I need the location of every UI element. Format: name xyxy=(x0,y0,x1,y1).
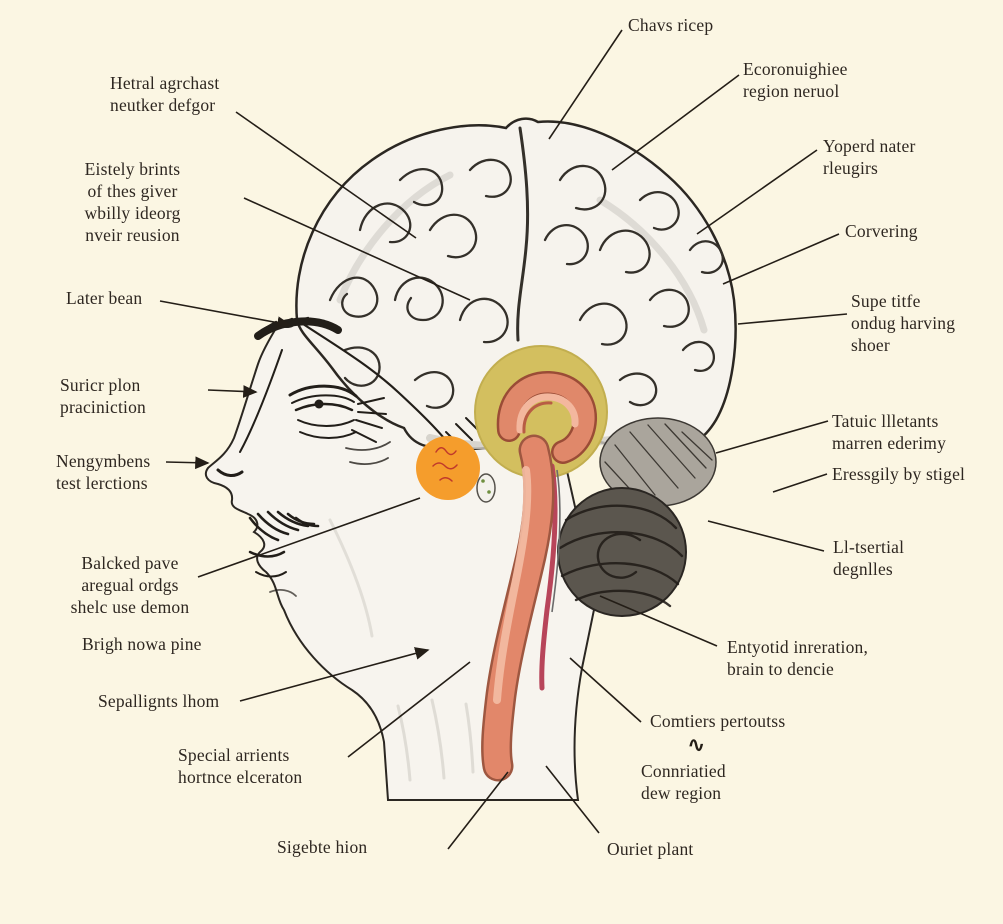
label-line: aregual ordgs xyxy=(81,575,179,596)
label-line: hortnce elceraton xyxy=(178,767,303,788)
earlobe xyxy=(476,473,496,503)
label-line: Eistely brints xyxy=(84,159,181,179)
squiggle-mark: ∿ xyxy=(687,733,706,758)
label-eressgily: Eressgily by stigel xyxy=(832,463,965,485)
label-line: shoer xyxy=(851,335,890,356)
eye xyxy=(288,384,358,398)
label-line: nveir reusion xyxy=(85,225,180,246)
label-line: Brigh nowa pine xyxy=(82,634,202,654)
label-line: Connriatied xyxy=(641,761,726,781)
label-line: Suricr plon xyxy=(60,375,141,395)
label-line: rleugirs xyxy=(823,158,879,179)
label-line: Entyotid inreration, xyxy=(727,637,869,657)
label-line: Tatuic llletants xyxy=(832,411,939,431)
ear xyxy=(496,371,597,464)
label-ouriet-plant: Ouriet plant xyxy=(607,838,693,860)
label-line: Ll-tsertial xyxy=(833,537,905,557)
label-line: Comtiers pertoutss xyxy=(650,711,786,731)
label-entyotid: Entyotid inreration,brain to dencie xyxy=(727,636,868,680)
label-line: Ecoronuighiee xyxy=(743,59,848,79)
label-line: Yoperd nater xyxy=(823,136,916,156)
label-line: Sigebte hion xyxy=(277,837,368,857)
label-line: Eressgily by stigel xyxy=(832,464,966,484)
label-line: neutker defgor xyxy=(110,95,216,116)
label-line: wbilly ideorg xyxy=(84,203,181,224)
label-line: of thes giver xyxy=(87,181,178,202)
label-line: brain to dencie xyxy=(727,659,834,680)
label-line: Nengymbens xyxy=(56,451,151,471)
label-chavs-ricep: Chavs ricep xyxy=(628,14,713,36)
label-line: dew region xyxy=(641,783,722,804)
label-sepallignts-lhom: Sepallignts lhom xyxy=(98,690,219,712)
orange-marker xyxy=(416,436,480,500)
label-brigh-nowa-pine: Brigh nowa pine xyxy=(82,633,202,655)
label-line: test lerctions xyxy=(56,473,148,494)
label-line: Special arrients xyxy=(178,745,290,765)
label-line: ondug harving xyxy=(851,313,956,334)
label-line: marren ederimy xyxy=(832,433,947,454)
artery-tube xyxy=(481,434,555,782)
label-line: Later bean xyxy=(66,288,143,308)
label-line: Supe titfe xyxy=(851,291,921,311)
label-line: Corvering xyxy=(845,221,918,241)
label-line: Balcked pave xyxy=(81,553,179,573)
vein-strand xyxy=(539,463,561,691)
label-corvering: Corvering xyxy=(845,220,918,242)
nose-line xyxy=(239,349,283,453)
label-line: Sepallignts lhom xyxy=(98,691,220,711)
label-line: praciniction xyxy=(60,397,146,418)
label-line: Chavs ricep xyxy=(628,15,714,35)
label-line: Ouriet plant xyxy=(607,839,694,859)
hair-bun xyxy=(557,487,687,617)
label-later-bean: Later bean xyxy=(66,287,142,309)
label-line: Hetral agrchast xyxy=(110,73,220,93)
label-line: degnlles xyxy=(833,559,893,580)
label-comtiers: Comtiers pertoutss xyxy=(650,710,785,732)
label-line: shelc use demon xyxy=(70,597,190,618)
label-line: region neruol xyxy=(743,81,840,102)
nostril xyxy=(216,468,244,477)
label-sigebte-hion: Sigebte hion xyxy=(277,836,367,858)
